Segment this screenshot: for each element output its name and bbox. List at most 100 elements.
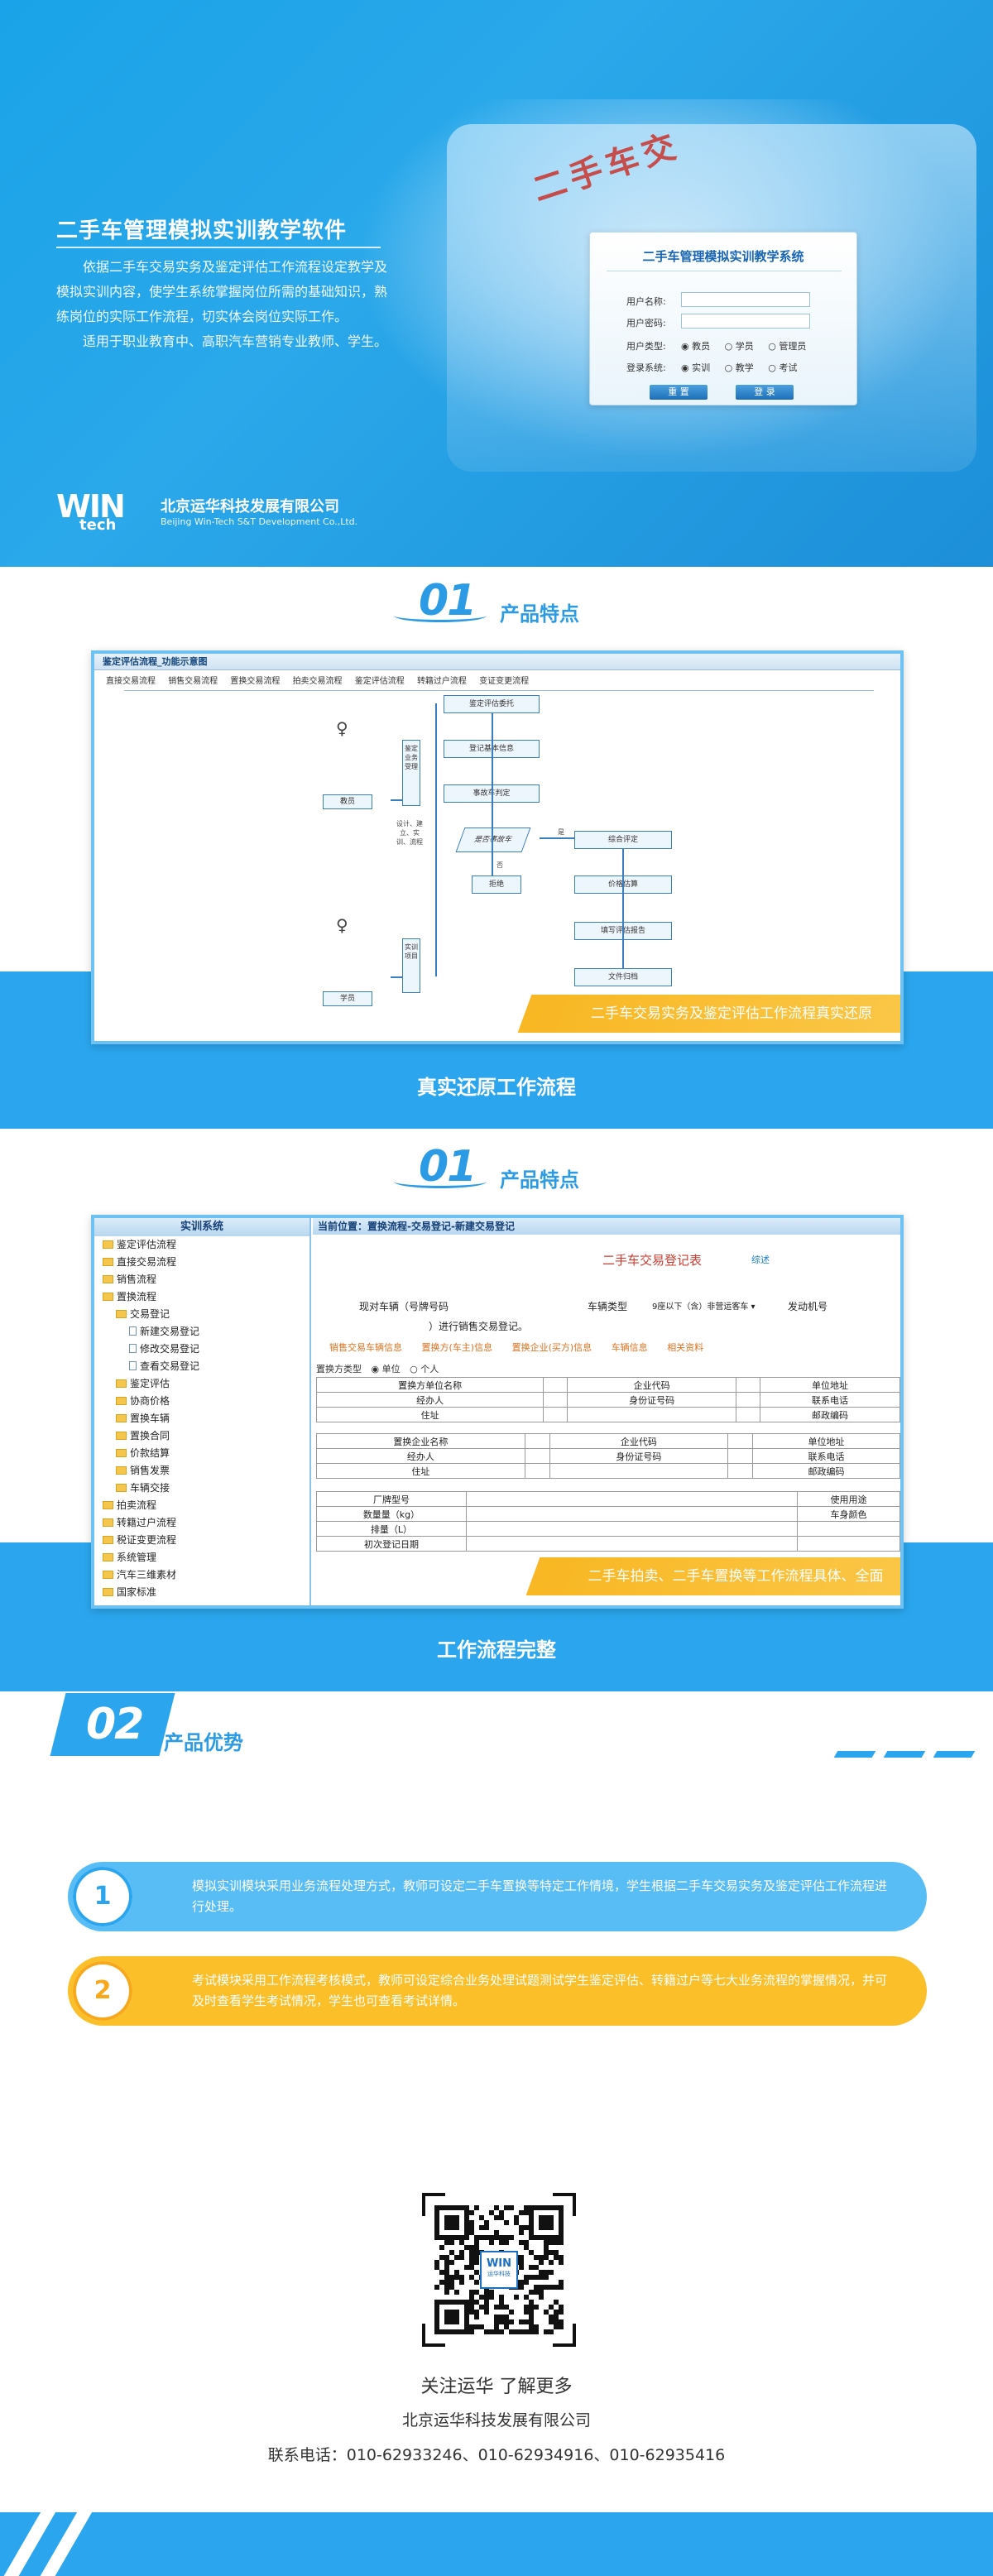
login-button[interactable]: 登 录 (736, 385, 794, 400)
table-input-cell[interactable] (524, 1433, 550, 1449)
tree-item[interactable]: 置换流程 (94, 1288, 309, 1306)
tree-item[interactable]: 销售发票 (94, 1462, 309, 1480)
tab-underline (124, 690, 874, 691)
tree-item[interactable]: 汽车三维素材 (94, 1566, 309, 1584)
party-type-person[interactable]: ○ 个人 (410, 1364, 439, 1374)
system-option[interactable]: ○ 教学 (724, 362, 754, 373)
tab-sales[interactable]: 销售交易流程 (168, 677, 218, 686)
system-option[interactable]: ○ 考试 (768, 362, 798, 373)
table-input-cell[interactable] (549, 1463, 728, 1479)
section-heading-2: 01 产品特点 (0, 1142, 993, 1195)
tab-direct[interactable]: 直接交易流程 (106, 677, 156, 686)
vehicle-plate-label: 现对车辆（号牌号码 (359, 1301, 449, 1312)
heading-stripe (833, 1751, 876, 1758)
table-input-cell[interactable] (567, 1407, 737, 1422)
table-input-cell[interactable] (727, 1448, 754, 1464)
folder-icon (103, 1536, 113, 1544)
footer-company: 北京运华科技发展有限公司 (401, 2411, 591, 2430)
link-sales-vehicle[interactable]: 销售交易车辆信息 (329, 1342, 402, 1353)
link-docs[interactable]: 相关资料 (667, 1342, 704, 1353)
table-input-cell[interactable] (524, 1463, 550, 1479)
password-input[interactable] (681, 314, 810, 329)
advantage-item-2: 2 考试模块采用工作流程考核模式，教师可设定综合业务处理试题测试学生鉴定评估、转… (68, 1956, 927, 2026)
table-input-cell[interactable] (736, 1407, 760, 1422)
table-row: 住址邮政编码 (315, 1407, 900, 1422)
table-label-cell: 经办人 (316, 1448, 525, 1464)
tree-item[interactable]: 修改交易登记 (94, 1341, 309, 1358)
flow-decision: 是否事故车 (455, 827, 531, 852)
link-buyer[interactable]: 置换企业(买方)信息 (511, 1342, 592, 1353)
qr-corner (422, 2324, 445, 2347)
vehicle-type-select[interactable]: 9座以下（含）非营运客车 ▾ (652, 1302, 756, 1312)
table-row: 经办人身份证号码联系电话 (316, 1448, 900, 1464)
table-row: 排量（L） (316, 1521, 900, 1537)
tree-item[interactable]: 交易登记 (94, 1306, 309, 1323)
breadcrumb: 当前位置：置换流程-交易登记-新建交易登记 (313, 1218, 900, 1235)
table-label-cell: 联系电话 (752, 1448, 900, 1464)
table-label-cell: 联系电话 (759, 1392, 900, 1408)
table-label-cell: 邮政编码 (752, 1463, 900, 1479)
follow-text: 关注运华 了解更多 (420, 2377, 573, 2397)
usertype-option[interactable]: ◉ 教员 (681, 341, 711, 352)
form-help-link[interactable]: 综述 (751, 1254, 770, 1265)
tree-item[interactable]: 转籍过户流程 (94, 1514, 309, 1532)
party-type-unit[interactable]: ◉ 单位 (371, 1364, 401, 1374)
table-input-cell[interactable] (465, 1536, 798, 1552)
table-label-cell: 排量（L） (316, 1521, 467, 1537)
tree-item[interactable]: 车辆交接 (94, 1480, 309, 1497)
username-label: 用户名称: (626, 296, 666, 307)
system-option[interactable]: ◉ 实训 (681, 362, 711, 373)
tab-appraisal[interactable]: 鉴定评估流程 (354, 677, 405, 686)
document-icon (129, 1344, 137, 1353)
tree-item[interactable]: 鉴定评估流程 (94, 1236, 309, 1254)
tab-auction[interactable]: 拍卖交易流程 (292, 677, 343, 686)
section-heading-1: 01 产品特点 (0, 576, 993, 629)
table-input-cell[interactable] (736, 1377, 760, 1393)
folder-icon (103, 1501, 113, 1509)
tree-item[interactable]: 价款结算 (94, 1445, 309, 1462)
table-input-cell[interactable] (465, 1521, 798, 1537)
tree-item[interactable]: 系统管理 (94, 1549, 309, 1566)
table-input-cell[interactable] (465, 1506, 798, 1522)
tree-item[interactable]: 直接交易流程 (94, 1254, 309, 1271)
table-input-cell[interactable] (543, 1407, 568, 1422)
table-input-cell[interactable] (543, 1377, 568, 1393)
table-input-cell[interactable] (465, 1491, 798, 1507)
table-input-cell[interactable] (736, 1392, 760, 1408)
tab-change[interactable]: 变证变更流程 (479, 677, 530, 686)
tree-item[interactable]: 税证变更流程 (94, 1532, 309, 1549)
tree-item[interactable]: 置换合同 (94, 1427, 309, 1445)
tree-item-label: 置换流程 (117, 1291, 157, 1302)
tree-item[interactable]: 销售流程 (94, 1271, 309, 1288)
link-owner[interactable]: 置换方(车主)信息 (421, 1342, 493, 1353)
tree-item[interactable]: 查看交易登记 (94, 1358, 309, 1375)
table-input-cell[interactable] (524, 1448, 550, 1464)
tree-item[interactable]: 置换车辆 (94, 1410, 309, 1427)
login-title: 二手车管理模拟实训教学系统 (642, 249, 804, 264)
tree-item[interactable]: 协商价格 (94, 1393, 309, 1410)
usertype-option[interactable]: ○ 管理员 (768, 341, 807, 352)
tree-item[interactable]: 国家标准 (94, 1584, 309, 1601)
tab-exchange[interactable]: 置换交易流程 (230, 677, 281, 686)
table-input-cell[interactable] (543, 1392, 568, 1408)
usertype-option[interactable]: ○ 学员 (724, 341, 754, 352)
username-input[interactable] (681, 292, 810, 307)
link-vehicle[interactable]: 车辆信息 (611, 1342, 648, 1353)
section-heading-3: 02 产品优势 (0, 1693, 993, 1768)
tree-item[interactable]: 拍卖流程 (94, 1497, 309, 1514)
tab-transfer[interactable]: 转籍过户流程 (416, 677, 467, 686)
table-row: 数量量（kg）车身颜色 (316, 1506, 900, 1522)
tree-item-label: 转籍过户流程 (117, 1517, 177, 1528)
usertype-options: ◉ 教员 ○ 学员 ○ 管理员 (681, 339, 818, 353)
folder-icon (103, 1571, 113, 1579)
folder-icon (103, 1258, 113, 1266)
tree-item[interactable]: 新建交易登记 (94, 1323, 309, 1341)
table-input-cell[interactable] (727, 1463, 754, 1479)
tree-item[interactable]: 鉴定评估 (94, 1375, 309, 1393)
reset-button[interactable]: 重 置 (650, 385, 708, 400)
table-label-cell: 使用用途 (796, 1491, 900, 1507)
folder-icon (116, 1449, 127, 1457)
table-input-cell[interactable] (727, 1433, 754, 1449)
qr-corner (422, 2193, 445, 2216)
